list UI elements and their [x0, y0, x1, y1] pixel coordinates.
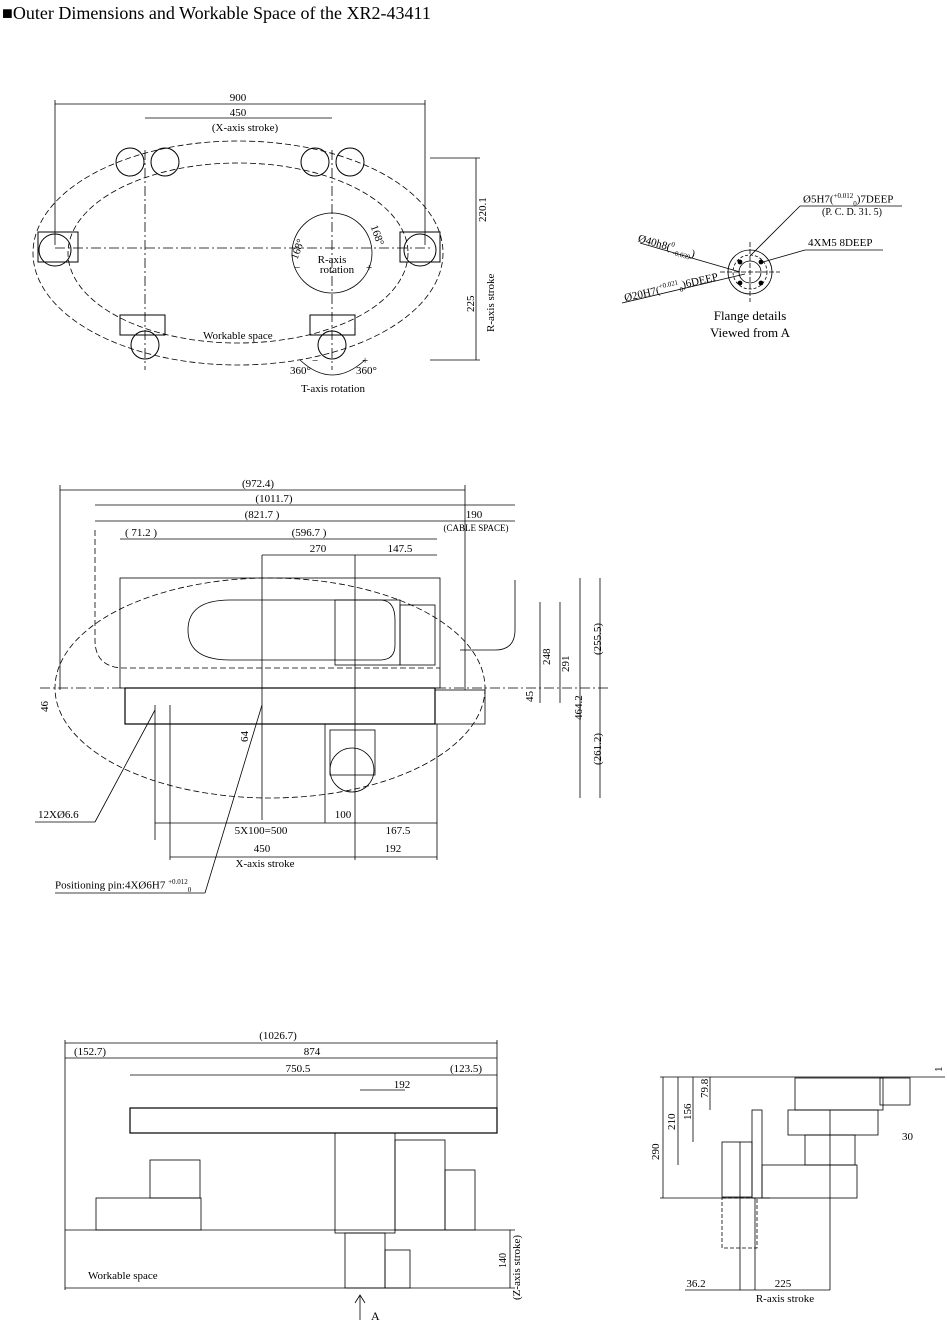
dim-1026-7: (1026.7)	[259, 1030, 297, 1042]
dim-152-7: (152.7)	[73, 1046, 107, 1058]
r-axis-stroke-label: R-axis stroke	[485, 273, 497, 332]
t-angle-right: 360°	[356, 365, 377, 377]
dim-220-1: 220.1	[477, 197, 489, 222]
dim-46: 46	[39, 701, 51, 712]
dim-79-8: 79.8	[699, 1078, 711, 1098]
dim-192-front: 192	[393, 1079, 411, 1091]
flange-caption-2: Viewed from A	[709, 325, 791, 340]
holes-label: 12XØ6.6	[38, 809, 79, 821]
dim-5x100: 5X100=500	[234, 825, 288, 837]
dim-192-plan: 192	[384, 843, 402, 855]
workable-space-label: Workable space	[203, 330, 273, 342]
dim-450-plan: 450	[253, 843, 271, 855]
cable-space-label: (CABLE SPACE)	[443, 523, 509, 533]
dim-45: 45	[524, 691, 536, 702]
dim-30: 30	[902, 1131, 913, 1143]
view-a-marker: A	[371, 1309, 380, 1323]
tap-label: 4XM5 8DEEP	[808, 237, 873, 249]
dim-1: 1	[933, 1066, 945, 1073]
dim-450: 450	[229, 107, 247, 119]
dim-290: 290	[650, 1143, 662, 1161]
positioning-pin-label: Positioning pin:4XØ6H7 +0.0120	[55, 878, 192, 894]
plan-view-drawing	[35, 485, 610, 894]
dim-140: 140	[498, 1253, 509, 1268]
flange-hole-label: Ø5H7(+0.0120)7DEEP	[803, 192, 894, 208]
pcd-label: (P. C. D. 31. 5)	[822, 207, 883, 218]
front-view-drawing	[64, 1040, 515, 1320]
r-axis-stroke-side: R-axis stroke	[755, 1293, 815, 1305]
dim-156: 156	[682, 1103, 694, 1121]
dim-821-7: (821.7 )	[244, 509, 280, 521]
page-title: ■Outer Dimensions and Workable Space of …	[2, 3, 431, 23]
flange-drawing	[621, 205, 902, 304]
t-angle-left: 360°	[290, 365, 311, 377]
dim-750-5: 750.5	[285, 1063, 311, 1075]
dim-225: 225	[465, 295, 477, 313]
t-axis-rotation-label: T-axis rotation	[300, 383, 366, 395]
dim-270: 270	[309, 543, 327, 555]
dim-874: 874	[303, 1046, 321, 1058]
r-axis-rotation-label-1: R-axis	[317, 254, 347, 266]
dim-261-2: (261.2)	[592, 732, 604, 765]
dim-71-2: ( 71.2 )	[124, 527, 158, 539]
x-axis-stroke-plan: X-axis stroke	[235, 858, 295, 870]
dim-972-4: (972.4)	[241, 478, 275, 490]
r-plus: +	[366, 262, 373, 274]
dim-190: 190	[465, 509, 483, 521]
dim-596-7: (596.7 )	[291, 527, 327, 539]
t-minus: −	[312, 355, 319, 367]
dim-64: 64	[239, 731, 251, 742]
dim-1011-7: (1011.7)	[255, 493, 293, 505]
r-minus: −	[294, 262, 301, 274]
z-axis-stroke-label: (Z-axis stroke)	[511, 1234, 523, 1300]
top-view-drawing	[32, 100, 480, 376]
dim-123-5: (123.5)	[449, 1063, 483, 1075]
dim-36-2: 36.2	[686, 1278, 706, 1290]
dim-225-side: 225	[774, 1278, 792, 1290]
dim-248: 248	[541, 648, 553, 666]
t-plus: +	[362, 355, 369, 367]
x-axis-stroke-label: (X-axis stroke)	[211, 122, 279, 134]
dim-210: 210	[666, 1113, 678, 1131]
dim-900: 900	[229, 92, 247, 104]
side-view-drawing	[660, 1076, 945, 1291]
r-axis-rotation-label-2: rotation	[319, 264, 355, 276]
dim-464-2: 464.2	[573, 695, 585, 720]
dim-147-5: 147.5	[387, 543, 413, 555]
workable-space-front: Workable space	[88, 1270, 158, 1282]
dim-167-5: 167.5	[385, 825, 411, 837]
dim-100: 100	[334, 809, 352, 821]
dim-255-5: (255.5)	[592, 622, 604, 655]
dim-291: 291	[560, 655, 572, 673]
flange-caption-1: Flange details	[713, 308, 787, 323]
